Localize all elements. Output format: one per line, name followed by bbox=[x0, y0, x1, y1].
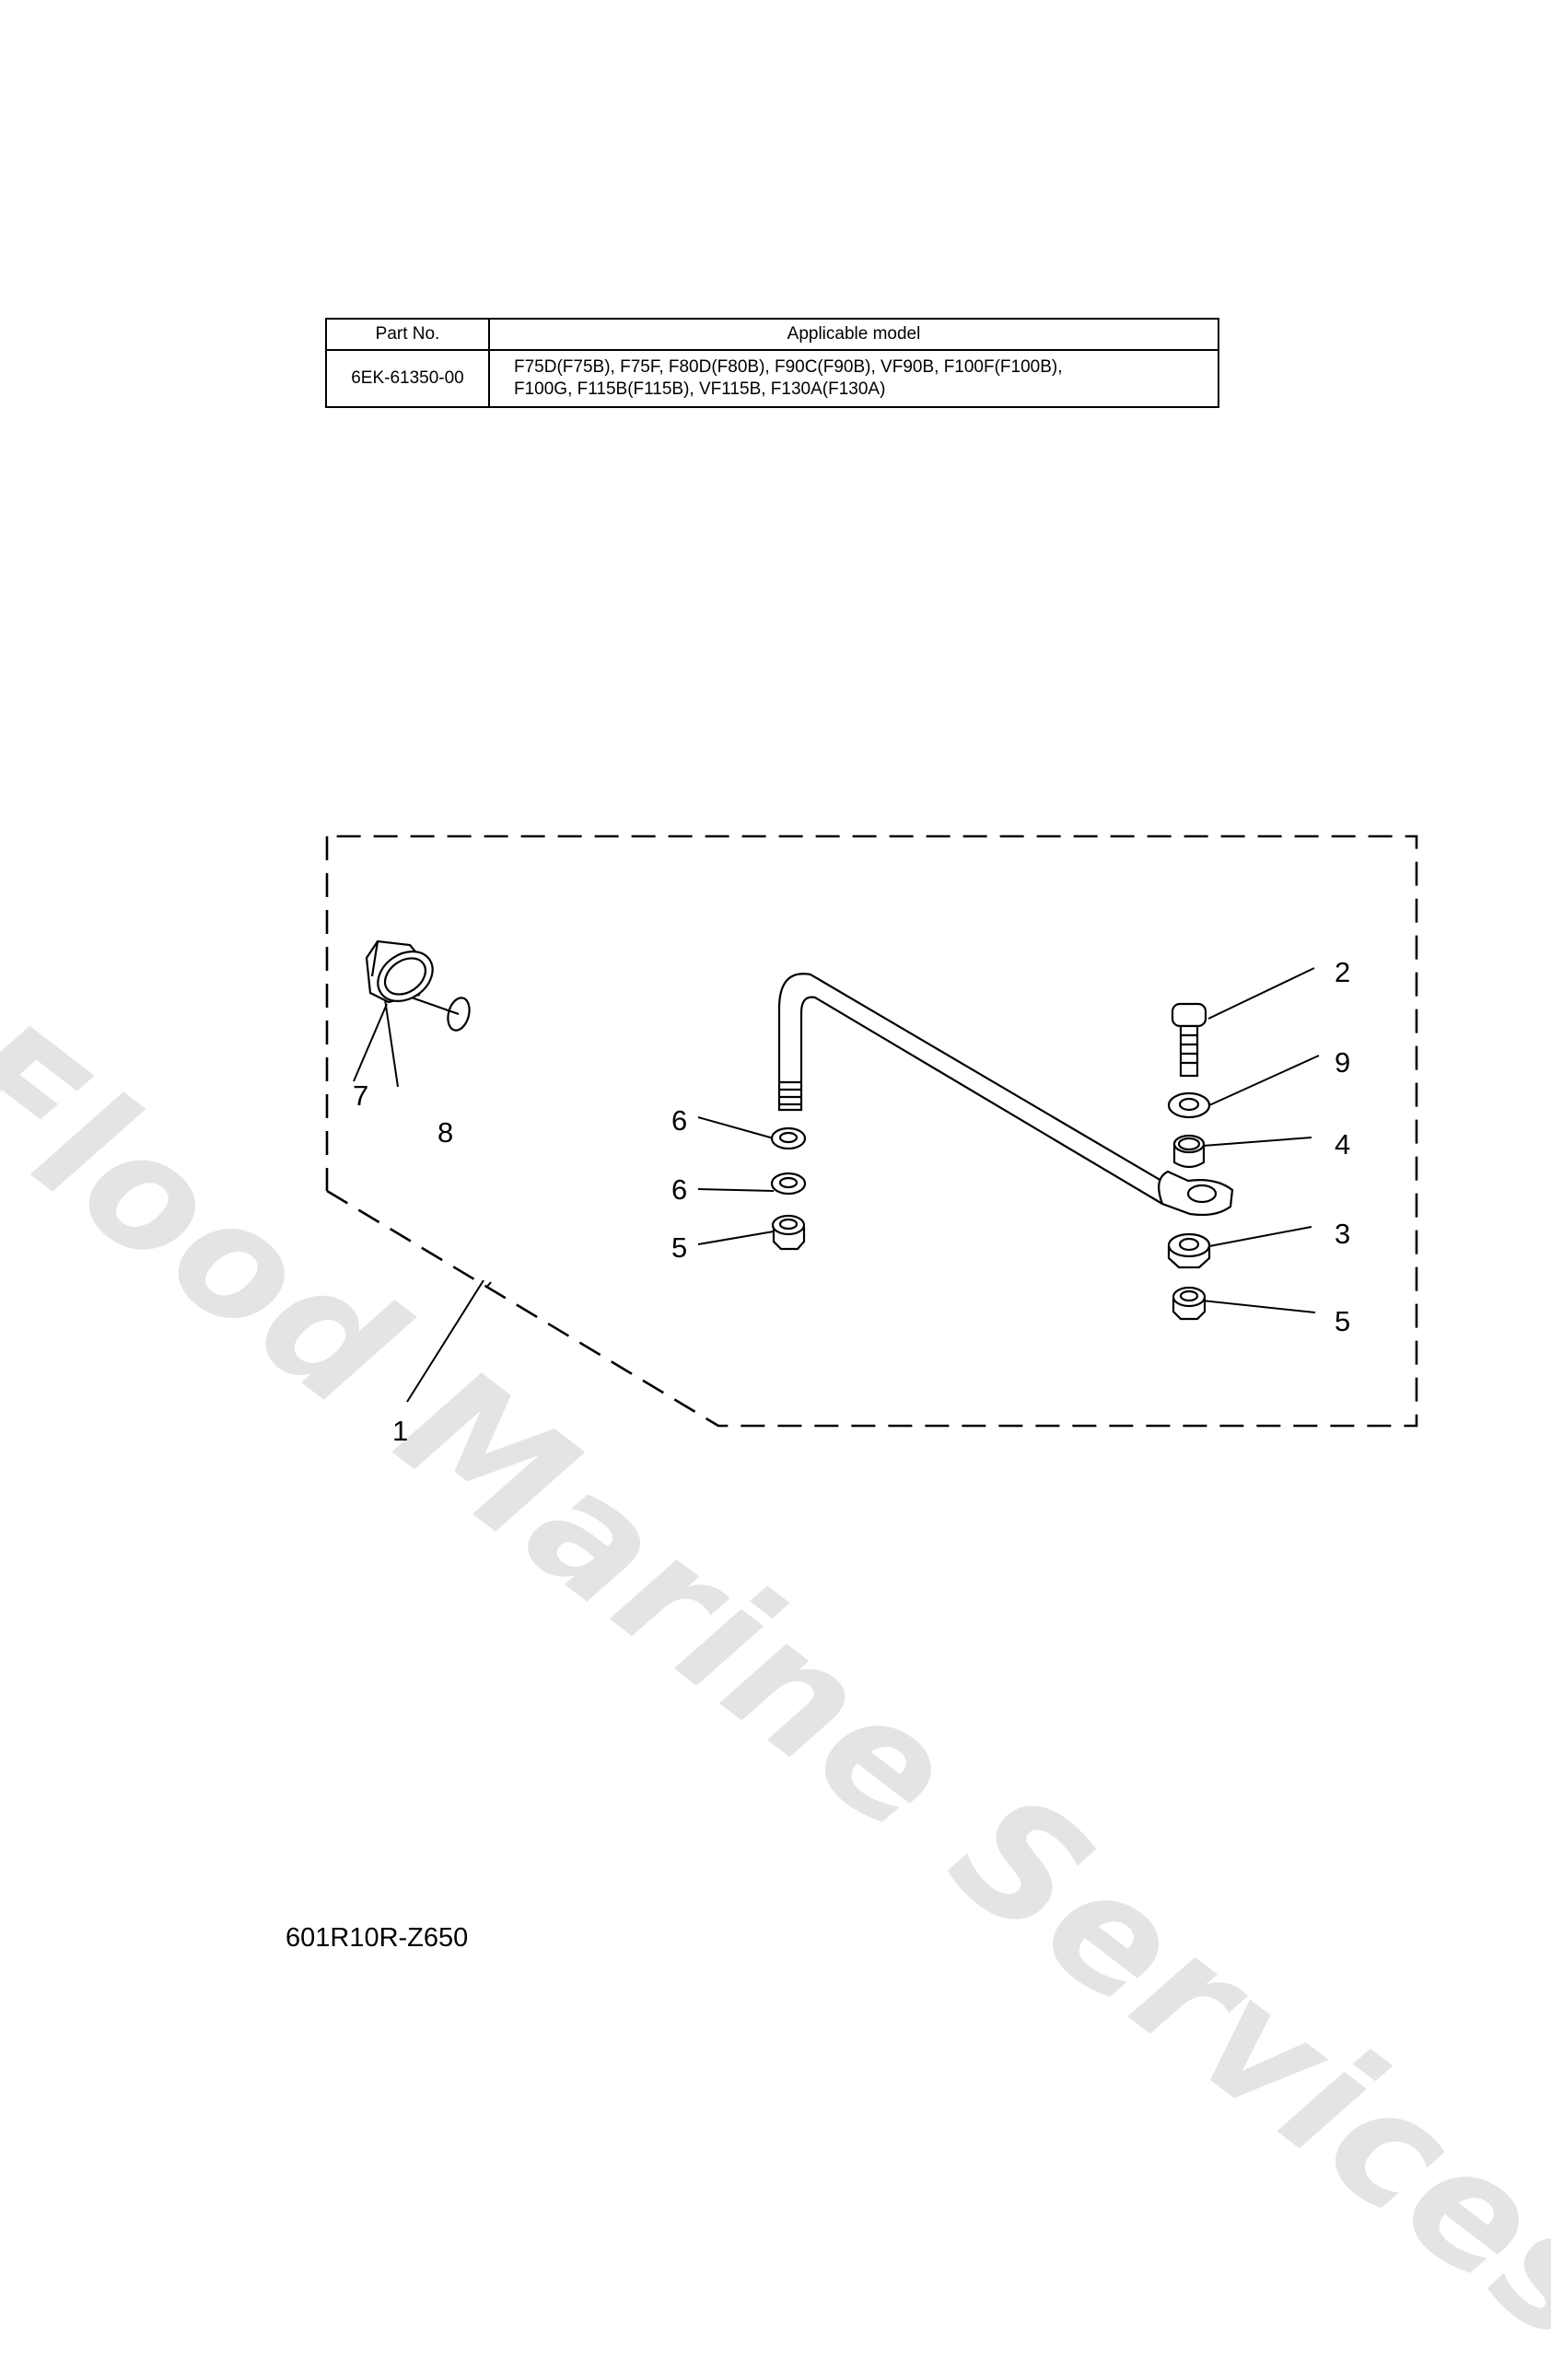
header-part-no: Part No. bbox=[325, 318, 490, 351]
link-rod-drawing bbox=[777, 973, 1234, 1217]
drawing-code: 601R10R-Z650 bbox=[286, 1923, 469, 1953]
left-hardware-stack bbox=[770, 1126, 807, 1251]
callout-8: 8 bbox=[437, 1116, 453, 1149]
table-header-row: Part No. Applicable model bbox=[325, 318, 1219, 351]
applicable-models: F75D(F75B), F75F, F80D(F80B), F90C(F90B)… bbox=[488, 349, 1219, 408]
callout-5-right: 5 bbox=[1335, 1305, 1350, 1337]
right-hardware-stack bbox=[1167, 1002, 1211, 1321]
callout-7: 7 bbox=[353, 1079, 368, 1112]
applicability-table: Part No. Applicable model 6EK-61350-00 F… bbox=[325, 318, 1219, 408]
callout-2: 2 bbox=[1335, 956, 1350, 988]
part-5-nut-right bbox=[1172, 1286, 1207, 1321]
callout-4: 4 bbox=[1335, 1128, 1350, 1161]
callout-6-lower: 6 bbox=[671, 1173, 687, 1206]
part-2-bolt bbox=[1171, 1002, 1207, 1078]
callout-9: 9 bbox=[1335, 1046, 1350, 1079]
part-number: 6EK-61350-00 bbox=[325, 349, 490, 408]
part-8-o-ring-drawing bbox=[447, 997, 471, 1032]
callout-1: 1 bbox=[392, 1415, 408, 1447]
part-6-washer-upper bbox=[770, 1126, 807, 1150]
models-line-1: F75D(F75B), F75F, F80D(F80B), F90C(F90B)… bbox=[514, 357, 1063, 377]
callout-5-left: 5 bbox=[671, 1231, 687, 1264]
kit-boundary-dashed bbox=[325, 834, 1418, 1428]
table-row: 6EK-61350-00 F75D(F75B), F75F, F80D(F80B… bbox=[325, 349, 1219, 408]
part-6-washer-lower bbox=[770, 1172, 807, 1196]
exploded-parts-diagram: 1 2 9 4 3 5 5 6 6 7 8 bbox=[325, 834, 1418, 1447]
part-3-nut bbox=[1167, 1232, 1211, 1269]
callout-3: 3 bbox=[1335, 1218, 1350, 1250]
models-line-2: F100G, F115B(F115B), VF115B, F130A(F130A… bbox=[514, 379, 886, 399]
header-applicable-model: Applicable model bbox=[488, 318, 1219, 351]
callout-6-upper: 6 bbox=[671, 1104, 687, 1137]
part-7-nut-drawing bbox=[365, 939, 434, 1004]
part-9-washer bbox=[1167, 1091, 1211, 1119]
part-5-nut-left bbox=[771, 1214, 806, 1251]
part-4-collar bbox=[1172, 1134, 1206, 1169]
leader-lines bbox=[353, 967, 1320, 1403]
